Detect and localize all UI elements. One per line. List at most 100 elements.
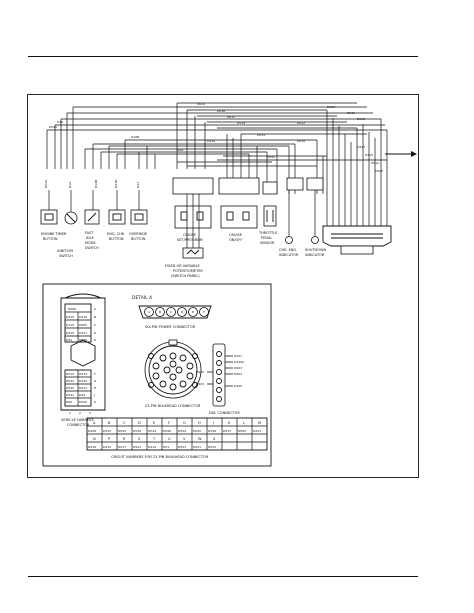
switch-label: BUTTON xyxy=(131,237,146,241)
table-cell: D417 xyxy=(118,445,126,449)
table-cell: S xyxy=(138,437,141,441)
harness-label: CONNECTOR xyxy=(67,423,90,427)
wire-label: D417 xyxy=(357,145,365,149)
ddl-circuit: D507 xyxy=(234,354,242,358)
detail-a-frame xyxy=(42,283,272,467)
table-cell: V xyxy=(183,437,186,441)
table-cell: D531 xyxy=(223,429,231,433)
switch-circuit: D16B xyxy=(94,180,98,188)
switch-circuit: D43 xyxy=(136,182,140,188)
indicator-label: INDICATOR xyxy=(279,253,299,257)
ddl-circuit: D603 xyxy=(234,366,242,370)
key-tab-icon xyxy=(168,339,178,346)
harness-label: VEHICLE HARNESS xyxy=(61,418,94,422)
six-pin-label: SIX-PIN POWER CONNECTOR xyxy=(145,325,196,329)
switch-icon xyxy=(196,211,204,221)
table-header: A xyxy=(93,421,96,425)
bulkhead-label: 23-PIN BULKHEAD CONNECTOR xyxy=(145,404,201,408)
table-header-row: A B C D E F G H J K L M xyxy=(93,421,261,425)
wire-label: D610 xyxy=(197,102,205,106)
pot-label: (SWITCH PANEL) xyxy=(171,274,200,278)
resistor-icon xyxy=(186,249,200,255)
table-cell: P xyxy=(108,437,110,441)
switch-circuit: D41D xyxy=(114,179,118,188)
module-label: SENSOR xyxy=(260,241,275,245)
harness-body xyxy=(60,297,106,411)
switch-label: SWITCH xyxy=(85,246,99,250)
harness-cell: D50 xyxy=(66,400,72,404)
table-row: N P R S T U V W X xyxy=(93,437,216,441)
harness-cell: D521 xyxy=(79,386,87,390)
indicator-label: INDICATOR xyxy=(305,253,325,257)
override-button xyxy=(130,209,148,225)
ddl-circuit: D450 xyxy=(234,384,242,388)
table-header: G xyxy=(183,421,186,425)
table-header: C xyxy=(123,421,126,425)
potentiometer-block xyxy=(182,247,204,259)
harness-cell: D432 xyxy=(79,379,87,383)
table-cell: D523 xyxy=(178,445,186,449)
harness-row-letter: F xyxy=(94,372,96,376)
module-label: SET/PROGRAM xyxy=(177,238,202,242)
table-cell: X xyxy=(213,437,216,441)
chk-eng-lamp-icon xyxy=(285,236,293,244)
table-caption: CIRCUIT NUMBERS FOR 23-PIN BULKHEAD CONN… xyxy=(111,455,209,459)
table-cell: D526 xyxy=(163,429,171,433)
detail-title: DETAIL A xyxy=(132,295,153,301)
harness-cell: D119 xyxy=(66,323,74,327)
arrow-right-icon xyxy=(411,151,417,157)
module-label: PEDAL xyxy=(261,236,272,240)
harness-cell: D419 xyxy=(66,315,74,319)
pot-connector xyxy=(172,177,214,195)
switch-group: D52A D1A D16B D41D D43 ENGINE TIMER BUTT… xyxy=(40,179,148,258)
table-cell: D509 xyxy=(118,429,126,433)
wire-label: D519 xyxy=(237,121,245,125)
table-cell: D415 xyxy=(103,445,111,449)
wire-label: D1A xyxy=(57,120,64,124)
indicator-group: CHK. ENG. INDICATOR SHUTDOWN INDICATOR xyxy=(279,190,326,257)
table-header: B xyxy=(108,421,111,425)
table-cell: D505 xyxy=(238,429,246,433)
switch-icon xyxy=(226,211,234,221)
indicator-label: CHK. ENG. xyxy=(279,248,297,252)
harness-cell: D49 xyxy=(79,393,85,397)
wire-label: D41A xyxy=(207,139,216,143)
module-label: THROTTLE xyxy=(258,231,277,235)
shutdown-connector xyxy=(306,177,324,191)
diagram-frame xyxy=(27,94,419,478)
toggle-lever-icon xyxy=(87,212,97,222)
table-header: K xyxy=(228,421,231,425)
harness-number: 1 xyxy=(69,411,71,415)
wiring-diagram: D52A D1A D16B D610 D538 D612 D519 D524 D… xyxy=(27,94,419,478)
switch-label: FAST xyxy=(85,231,94,235)
table-cell: R xyxy=(123,437,126,441)
chk-eng-connector xyxy=(286,177,304,191)
wire-label: D522 xyxy=(297,121,305,125)
wire-label: D415 xyxy=(365,153,373,157)
button-face-icon xyxy=(112,213,122,221)
ecm-connector-group xyxy=(322,214,392,255)
ecm-plug xyxy=(322,225,392,247)
pot-label: POTENTIOMETER xyxy=(173,269,203,273)
harness-row-letter: H xyxy=(94,386,96,390)
harness-row-letter: E xyxy=(94,338,96,342)
table-cell: D451 xyxy=(253,429,261,433)
engine-timer-button xyxy=(40,209,58,225)
table-cell: D521 xyxy=(133,445,141,449)
table-header: E xyxy=(153,421,155,425)
harness-top-grid: D566 A D419 D419 B D119 D905 C D419 D417… xyxy=(64,303,97,343)
eng-chk-button xyxy=(108,209,126,225)
harness-cell: D544 xyxy=(79,372,87,376)
harness-cell: D419 xyxy=(66,331,74,335)
throttle-pedal-sensor xyxy=(263,205,277,227)
table-cell: D536 xyxy=(208,429,216,433)
button-face-icon xyxy=(134,213,144,221)
harness-row-letter: J xyxy=(93,393,95,397)
pin-letter: F xyxy=(203,310,205,314)
switch-label: SWITCH xyxy=(59,254,73,258)
wire-label: D51A xyxy=(371,161,380,165)
bulkhead-pins xyxy=(148,352,198,391)
switch-label: OVERRIDE xyxy=(129,232,147,236)
harness-cell: D512 xyxy=(66,372,74,376)
